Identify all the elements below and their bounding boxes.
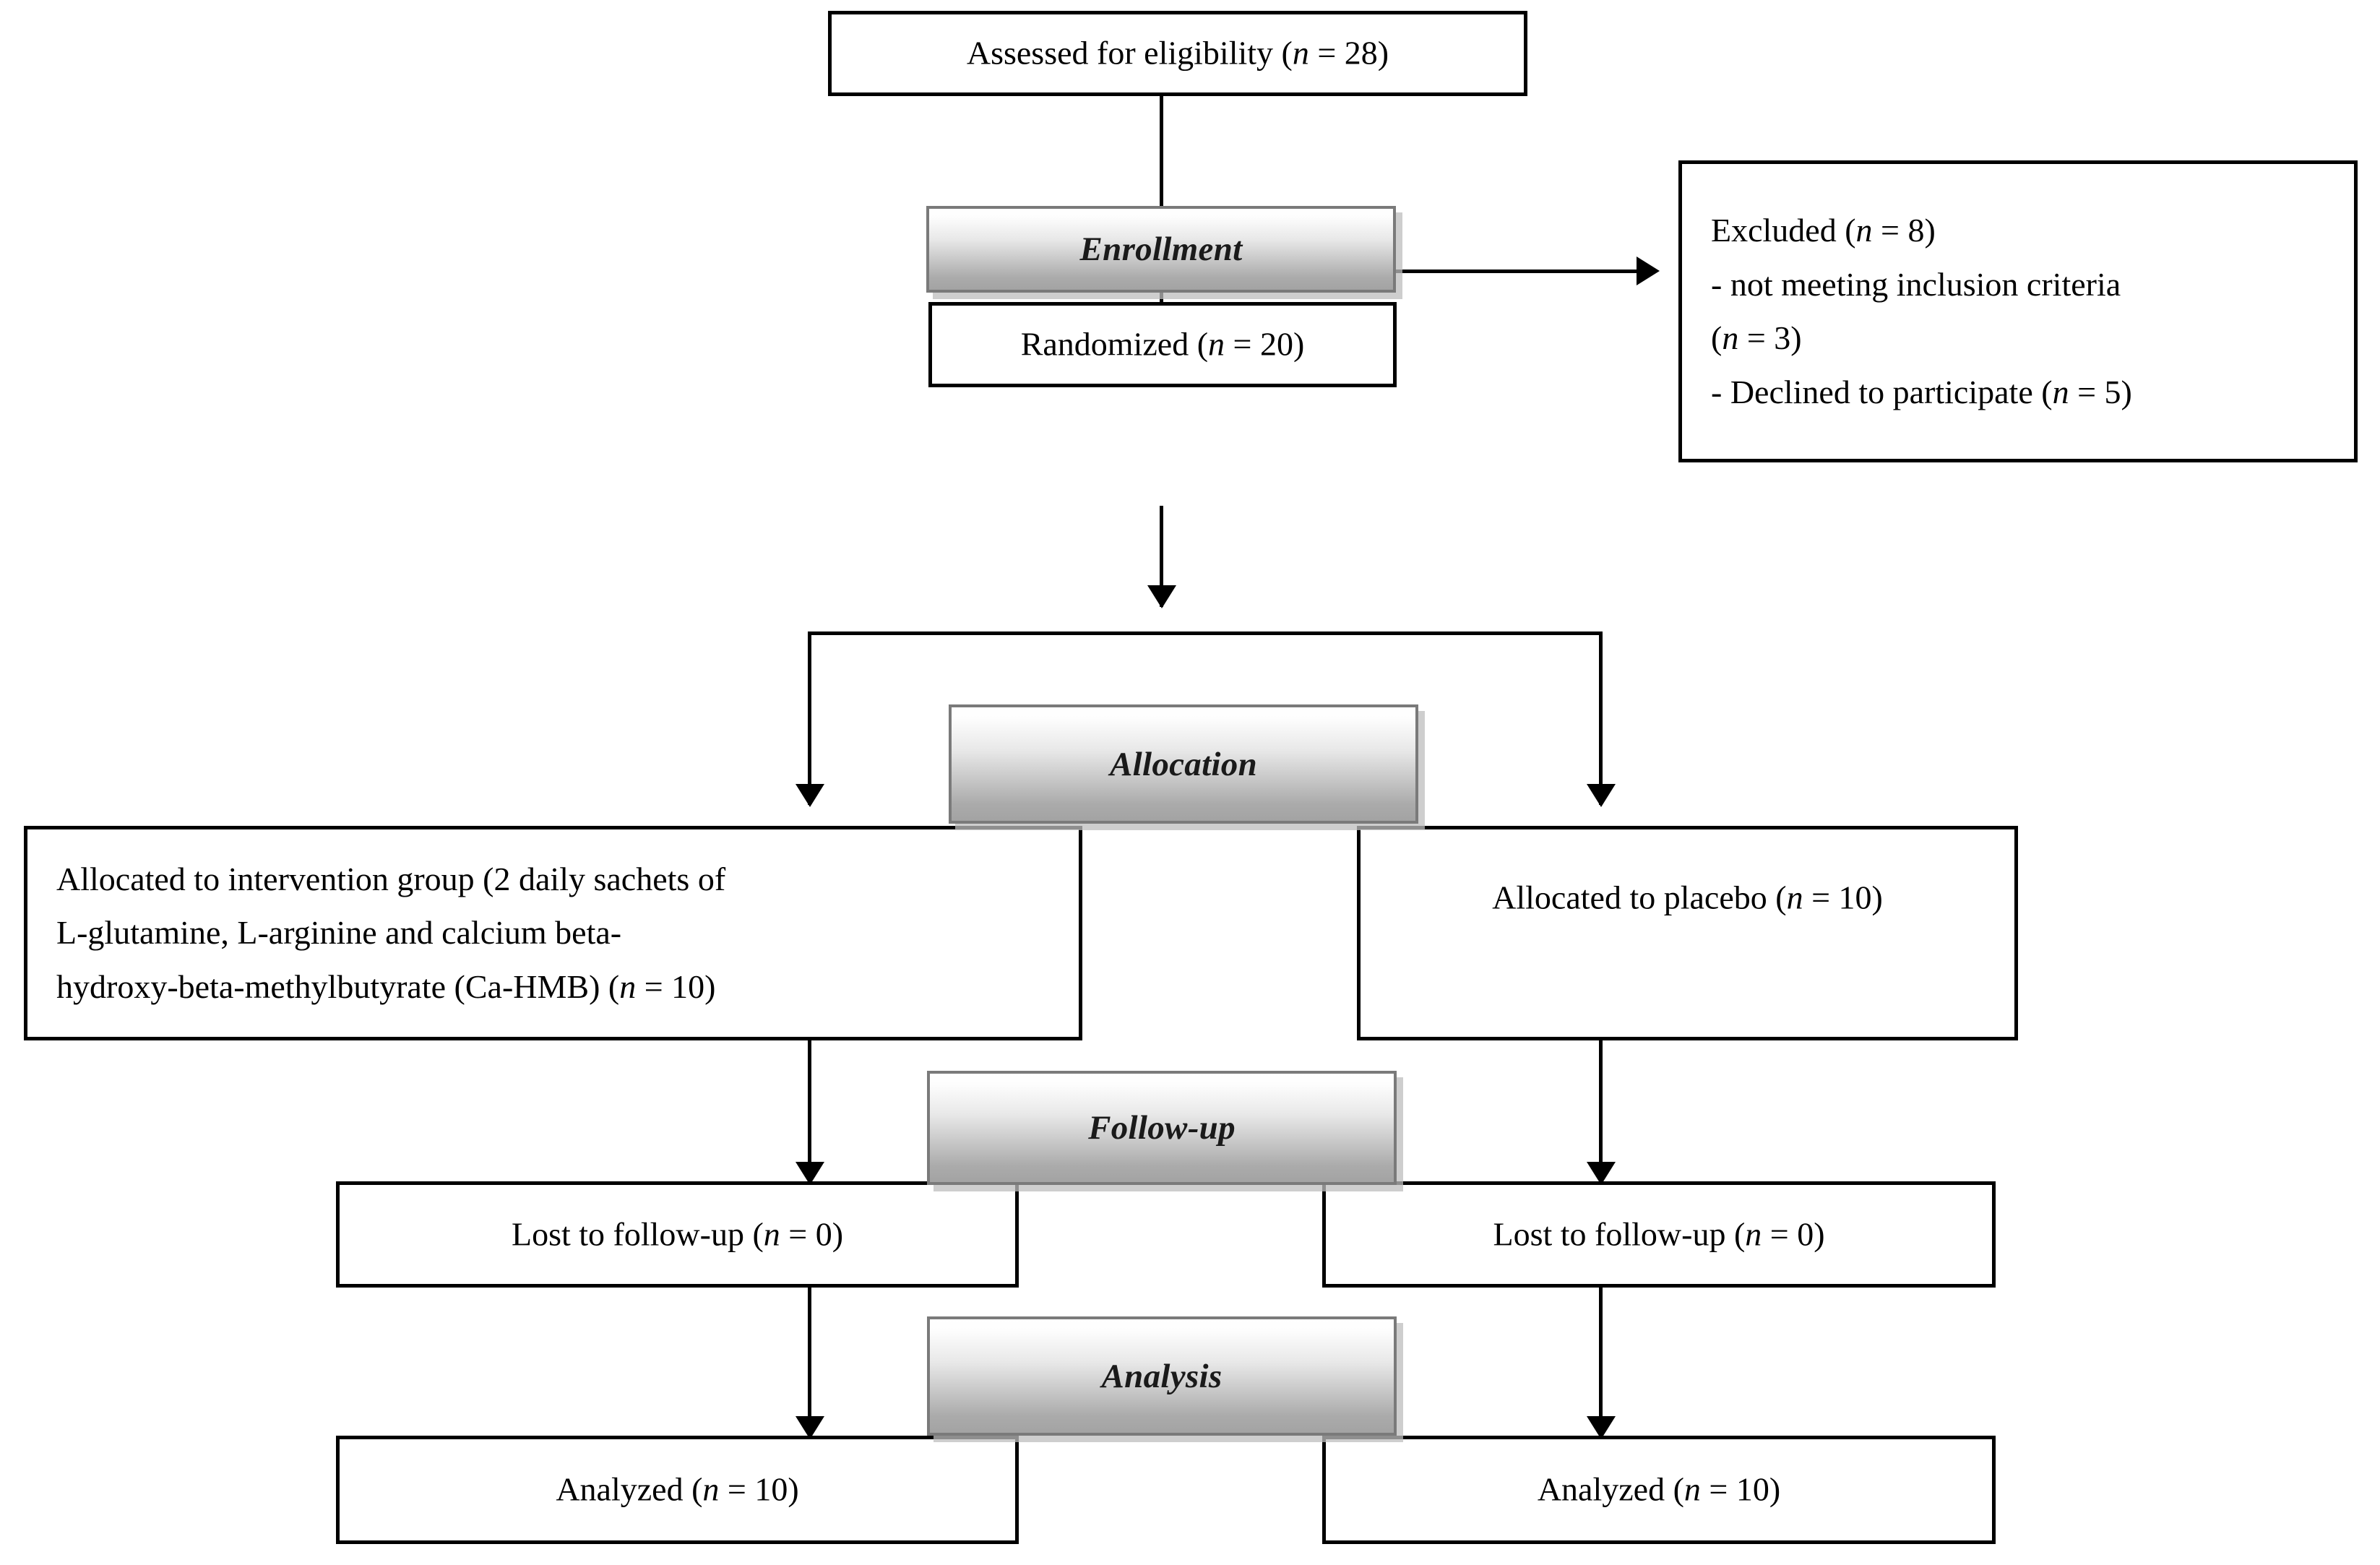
connector-split-left-branch <box>808 631 811 805</box>
allocated-intervention-line-2: L-glutamine, L-arginine and calcium beta… <box>56 914 622 952</box>
n-symbol: n <box>619 967 637 1005</box>
n-symbol: n <box>702 1470 720 1508</box>
arrowhead-to-lost-right <box>1587 1162 1616 1185</box>
connector-intervention-to-lost-left <box>808 1040 811 1185</box>
allocated-intervention-line-3: hydroxy-beta-methylbutyrate (Ca-HMB) (n … <box>56 967 716 1005</box>
node-assessed-for-eligibility: Assessed for eligibility (n = 28) <box>828 11 1527 96</box>
stage-band-allocation: Allocation <box>949 704 1418 824</box>
n-symbol: n <box>1722 319 1739 356</box>
lost-followup-right-text: Lost to follow-up (n = 0) <box>1493 1215 1825 1253</box>
node-lost-followup-right: Lost to follow-up (n = 0) <box>1322 1181 1996 1288</box>
excluded-reason-1-count: (n = 3) <box>1711 319 1802 356</box>
n-symbol: n <box>1855 211 1873 249</box>
analyzed-left-text: Analyzed (n = 10) <box>556 1470 799 1508</box>
node-excluded: Excluded (n = 8) - not meeting inclusion… <box>1678 160 2358 462</box>
n-symbol: n <box>763 1215 780 1253</box>
stage-band-followup: Follow-up <box>927 1071 1397 1185</box>
stage-band-enrollment-label: Enrollment <box>1079 230 1243 268</box>
n-symbol: n <box>1745 1215 1762 1253</box>
node-allocated-intervention: Allocated to intervention group (2 daily… <box>24 826 1082 1040</box>
n-symbol: n <box>1683 1470 1701 1508</box>
stage-band-followup-label: Follow-up <box>1088 1109 1236 1147</box>
excluded-text: Excluded (n = 8) - not meeting inclusion… <box>1682 204 2354 419</box>
allocated-intervention-text: Allocated to intervention group (2 daily… <box>27 853 1079 1014</box>
connector-lost-right-to-analyzed-right <box>1599 1288 1603 1439</box>
arrowhead-to-placebo-box <box>1587 784 1616 807</box>
randomized-text: Randomized (n = 20) <box>1020 325 1305 363</box>
arrowhead-to-excluded <box>1637 256 1660 285</box>
node-allocated-placebo: Allocated to placebo (n = 10) <box>1357 826 2018 1040</box>
node-analyzed-right: Analyzed (n = 10) <box>1322 1436 1996 1544</box>
lost-followup-left-text: Lost to follow-up (n = 0) <box>511 1215 844 1253</box>
arrowhead-to-lost-left <box>796 1162 824 1185</box>
connector-enrollment-to-excluded <box>1396 270 1638 273</box>
connector-allocation-split-bar <box>808 631 1603 635</box>
node-randomized: Randomized (n = 20) <box>928 302 1397 387</box>
connector-lost-left-to-analyzed-left <box>808 1288 811 1439</box>
analyzed-right-text: Analyzed (n = 10) <box>1537 1470 1781 1508</box>
connector-randomized-stem <box>1160 506 1163 607</box>
arrowhead-to-analyzed-right <box>1587 1416 1616 1439</box>
connector-placebo-to-lost-right <box>1599 1040 1603 1185</box>
n-symbol: n <box>1292 34 1309 72</box>
stage-band-analysis-label: Analysis <box>1101 1357 1223 1395</box>
excluded-reason-2: - Declined to participate (n = 5) <box>1711 373 2132 410</box>
allocated-intervention-line-1: Allocated to intervention group (2 daily… <box>56 860 726 897</box>
excluded-reason-1: - not meeting inclusion criteria <box>1711 265 2121 303</box>
stage-band-allocation-label: Allocation <box>1109 745 1258 783</box>
arrowhead-to-analyzed-left <box>796 1416 824 1439</box>
arrowhead-to-intervention-box <box>796 784 824 807</box>
connector-assessed-to-enrollment <box>1160 92 1163 208</box>
arrowhead-randomized-stem <box>1147 585 1176 608</box>
assessed-text: Assessed for eligibility (n = 28) <box>966 34 1389 72</box>
n-symbol: n <box>1208 325 1225 363</box>
stage-band-analysis: Analysis <box>927 1316 1397 1436</box>
node-lost-followup-left: Lost to follow-up (n = 0) <box>336 1181 1019 1288</box>
stage-band-enrollment: Enrollment <box>926 206 1396 293</box>
excluded-title: Excluded (n = 8) <box>1711 211 1936 249</box>
connector-split-right-branch <box>1599 631 1603 805</box>
node-analyzed-left: Analyzed (n = 10) <box>336 1436 1019 1544</box>
allocated-placebo-text: Allocated to placebo (n = 10) <box>1492 879 1883 916</box>
n-symbol: n <box>2052 373 2069 410</box>
n-symbol: n <box>1786 879 1803 916</box>
